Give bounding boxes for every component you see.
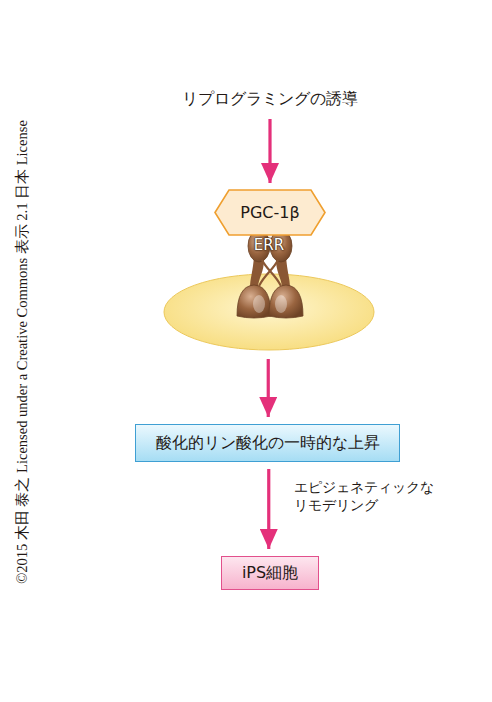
receptor-lobe (269, 230, 303, 318)
node-text: iPS細胞 (242, 563, 298, 582)
result-box: iPS細胞 (221, 556, 319, 590)
edge-label: エピジェネティックな リモデリング (294, 478, 434, 514)
induction-text: リプログラミングの誘導 (170, 86, 370, 112)
nucleus-ellipse (164, 274, 374, 350)
flow-arrow (268, 119, 271, 183)
receptor-lobe (237, 230, 271, 318)
node-text: リプログラミングの誘導 (182, 89, 358, 108)
process-box: 酸化的リン酸化の一時的な上昇 (135, 424, 400, 462)
flow-arrow (267, 469, 270, 549)
copyright-note: ©2015 木田 泰之 Licensed under a Creative Co… (13, 120, 32, 584)
flow-arrow (267, 359, 270, 417)
node-text: ERR (254, 236, 284, 254)
receptor-dimer: ERR (163, 228, 375, 352)
node-text: PGC-1β (240, 203, 299, 222)
dimer-link (259, 260, 281, 286)
coactivator-hexagon: PGC-1β (215, 190, 325, 235)
hexagon-shape (215, 190, 325, 235)
node-text: 酸化的リン酸化の一時的な上昇 (156, 433, 380, 452)
